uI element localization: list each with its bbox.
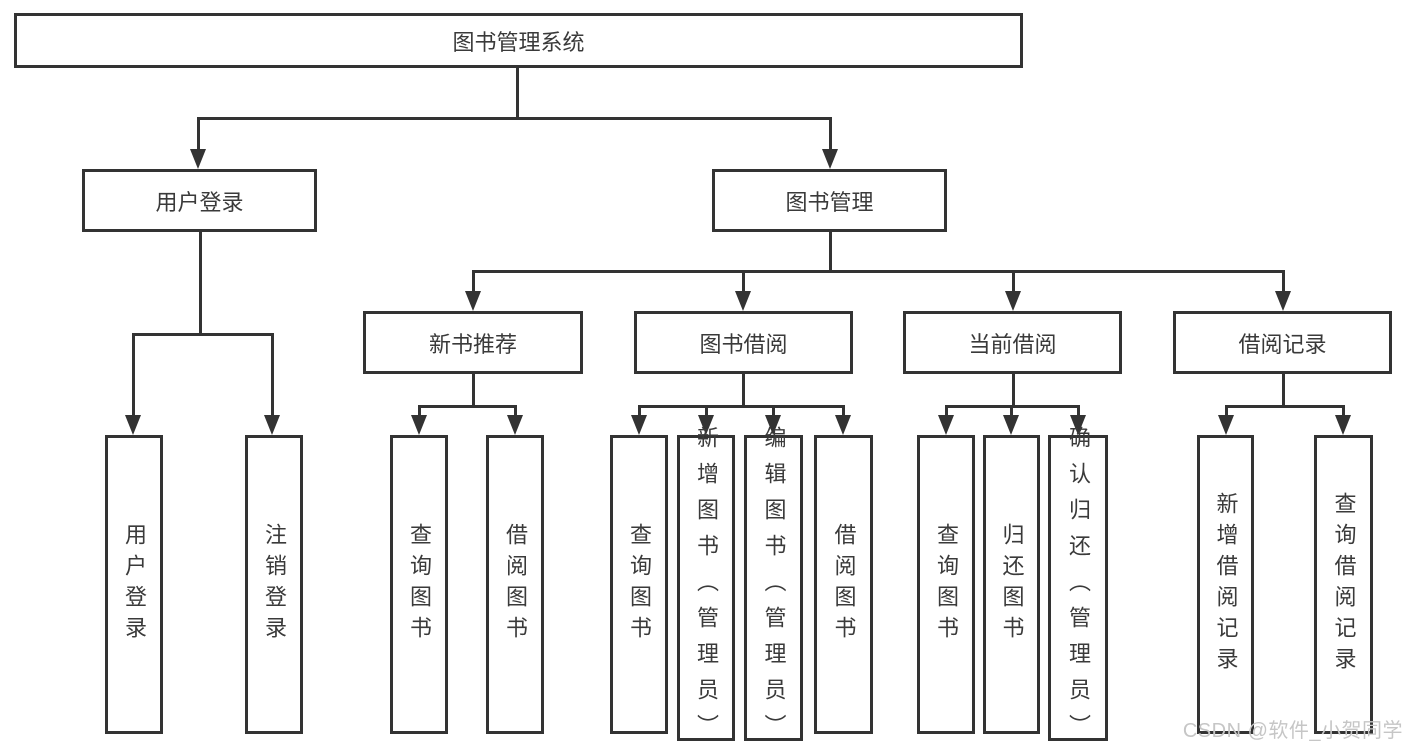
connector-drop-new-book [472,270,475,291]
leaf-query-borrow-record: 查询借阅记录 [1314,435,1373,734]
connector-drop [842,405,845,415]
connector-drop [638,405,641,415]
node-new-book-recommend: 新书推荐 [363,311,583,374]
leaf-add-books-admin: 新增图书（管理员） [677,426,735,747]
leaf-label: 新增图书（管理员） [694,426,719,747]
node-user-login: 用户登录 [82,169,317,232]
leaf-label: 借阅图书 [503,522,528,647]
arrowhead-down-icon [190,149,206,169]
node-borrowing-records: 借阅记录 [1173,311,1392,374]
leaf-query-books-recommend: 查询图书 [390,435,448,734]
leaf-label: 查询图书 [934,522,959,647]
leaf-query-books-current: 查询图书 [917,435,975,734]
connector-root-rail [197,117,831,120]
arrowhead-down-icon [938,415,954,435]
arrowhead-down-icon [411,415,427,435]
connector-drop-book-management [829,117,832,150]
connector-drop-borrow-record [1282,270,1285,291]
leaf-label: 借阅图书 [831,522,857,647]
leaf-label: 查询图书 [627,522,652,647]
connector-new-book-stem [472,374,475,407]
leaf-borrow-books-recommend: 借阅图书 [486,435,544,734]
leaf-edit-books-admin: 编辑图书（管理员） [744,426,803,747]
connector-drop [945,405,948,415]
leaf-confirm-return-admin: 确认归还（管理员） [1048,426,1108,747]
leaf-label: 归还图书 [999,522,1025,647]
node-current-borrowing: 当前借阅 [903,311,1122,374]
leaf-user-login: 用户登录 [105,435,163,734]
arrowhead-down-icon [1218,415,1234,435]
connector-book-management-stem [829,232,832,273]
arrowhead-down-icon [125,415,141,435]
leaf-label: 查询图书 [407,522,432,647]
leaf-label: 用户登录 [122,522,147,647]
leaf-label: 编辑图书（管理员） [761,426,787,747]
connector-user-login-rail [132,333,273,336]
arrowhead-down-icon [1005,291,1021,311]
connector-root-stem [516,68,519,118]
arrowhead-down-icon [1335,415,1351,435]
connector-book-borrowing-rail [638,405,844,408]
connector-book-borrowing-stem [742,374,745,407]
node-root: 图书管理系统 [14,13,1023,68]
connector-current-borrowing-stem [1012,374,1015,407]
leaf-label: 确认归还（管理员） [1066,426,1091,747]
connector-drop [705,405,708,415]
arrowhead-down-icon [1070,415,1086,435]
arrowhead-down-icon [835,415,851,435]
leaf-logout-login: 注销登录 [245,435,303,734]
leaf-return-books: 归还图书 [983,435,1040,734]
arrowhead-down-icon [1003,415,1019,435]
connector-drop [418,405,421,415]
leaf-add-borrow-record: 新增借阅记录 [1197,435,1254,734]
connector-user-login-stem [199,232,202,335]
leaf-label: 查询借阅记录 [1331,491,1357,678]
node-book-management: 图书管理 [712,169,947,232]
connector-new-book-rail [418,405,516,408]
arrowhead-down-icon [735,291,751,311]
arrowhead-down-icon [822,149,838,169]
arrowhead-down-icon [631,415,647,435]
arrowhead-down-icon [264,415,280,435]
arrowhead-down-icon [698,415,714,435]
connector-drop [1010,405,1013,415]
node-book-management-label: 图书管理 [785,189,874,215]
connector-drop-leaf-logout [271,333,274,415]
connector-drop [1342,405,1345,415]
node-book-borrowing-label: 图书借阅 [699,331,788,357]
watermark: CSDN @软件_小贺同学 [1182,720,1403,742]
connector-drop-user-login [197,117,200,150]
connector-drop-leaf-user-login [132,333,135,415]
leaf-label: 注销登录 [262,522,287,647]
node-current-borrowing-label: 当前借阅 [968,331,1057,357]
connector-drop [772,405,775,415]
arrowhead-down-icon [765,415,781,435]
node-new-book-recommend-label: 新书推荐 [428,331,517,357]
arrowhead-down-icon [1275,291,1291,311]
connector-drop-current-borrow [1012,270,1015,291]
arrowhead-down-icon [465,291,481,311]
leaf-label: 新增借阅记录 [1213,491,1239,678]
node-user-login-label: 用户登录 [155,189,244,215]
node-borrowing-records-label: 借阅记录 [1238,331,1327,357]
connector-drop [1225,405,1228,415]
node-root-label: 图书管理系统 [452,29,585,55]
connector-book-management-rail [472,270,1284,273]
arrowhead-down-icon [507,415,523,435]
connector-borrow-record-stem [1282,374,1285,407]
leaf-query-books-borrowing: 查询图书 [610,435,668,734]
connector-drop [514,405,517,415]
connector-drop [1077,405,1080,415]
leaf-borrow-books-borrowing: 借阅图书 [814,435,873,734]
connector-borrow-record-rail [1225,405,1344,408]
node-book-borrowing: 图书借阅 [634,311,853,374]
connector-drop-book-borrow [742,270,745,291]
